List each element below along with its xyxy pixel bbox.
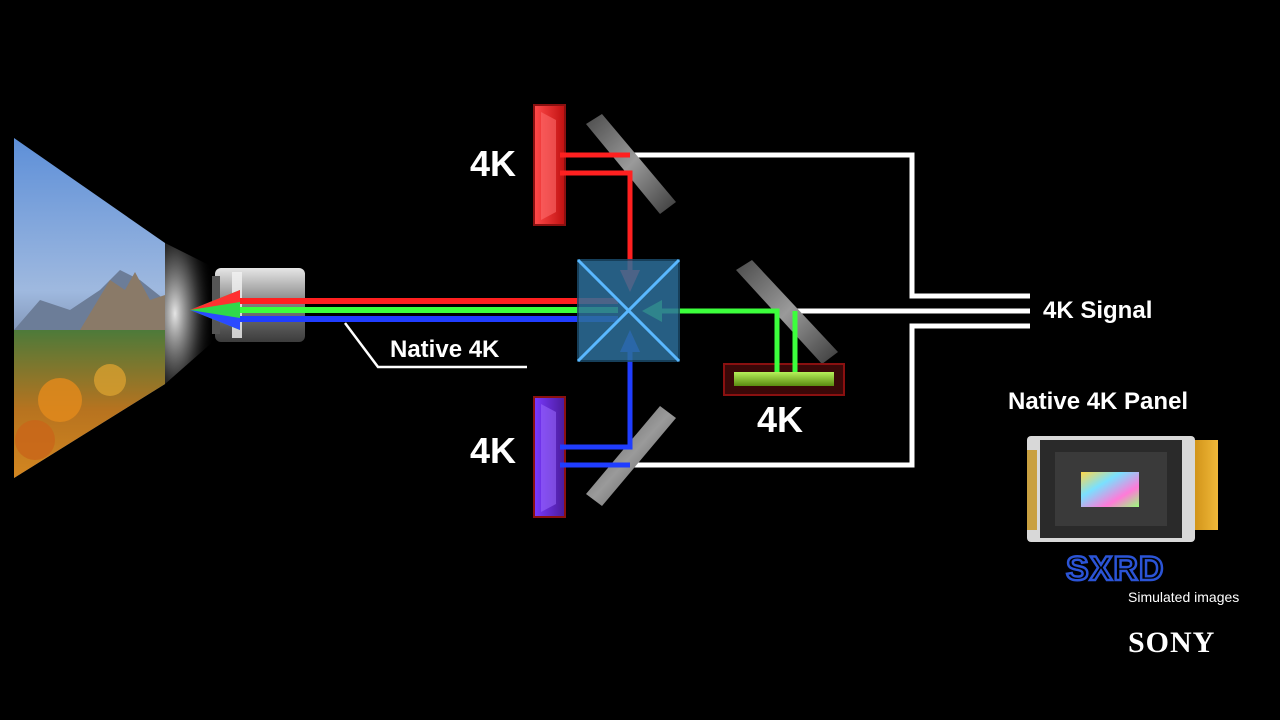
sxrd-logo: SXRD	[1066, 550, 1164, 588]
red-sxrd-panel	[533, 104, 566, 226]
signal-label: 4K Signal	[1043, 297, 1152, 324]
sony-logo: SONY	[1128, 626, 1215, 659]
green-dichroic-mirror	[736, 260, 838, 364]
red-panel-label: 4K	[470, 143, 516, 184]
projection-light-cone	[165, 243, 215, 384]
blue-panel-label: 4K	[470, 430, 516, 471]
blue-dichroic-mirror	[586, 406, 676, 506]
output-beam	[190, 290, 618, 330]
green-panel-label: 4K	[757, 399, 803, 440]
projected-screen	[14, 138, 165, 478]
blue-light-path	[560, 350, 633, 468]
signal-wires	[630, 152, 1030, 468]
green-sxrd-panel	[723, 363, 845, 396]
native-4k-callout: Native 4K	[344, 322, 527, 369]
sxrd-panel-chip	[1027, 436, 1218, 542]
red-dichroic-mirror	[586, 114, 676, 214]
native-4k-label: Native 4K	[390, 336, 500, 363]
green-light-path	[660, 308, 798, 372]
simulated-images-note: Simulated images	[1128, 589, 1239, 605]
blue-sxrd-panel	[533, 396, 566, 518]
red-light-path	[560, 152, 633, 272]
panel-title: Native 4K Panel	[1008, 388, 1188, 415]
combining-prism	[576, 258, 681, 363]
